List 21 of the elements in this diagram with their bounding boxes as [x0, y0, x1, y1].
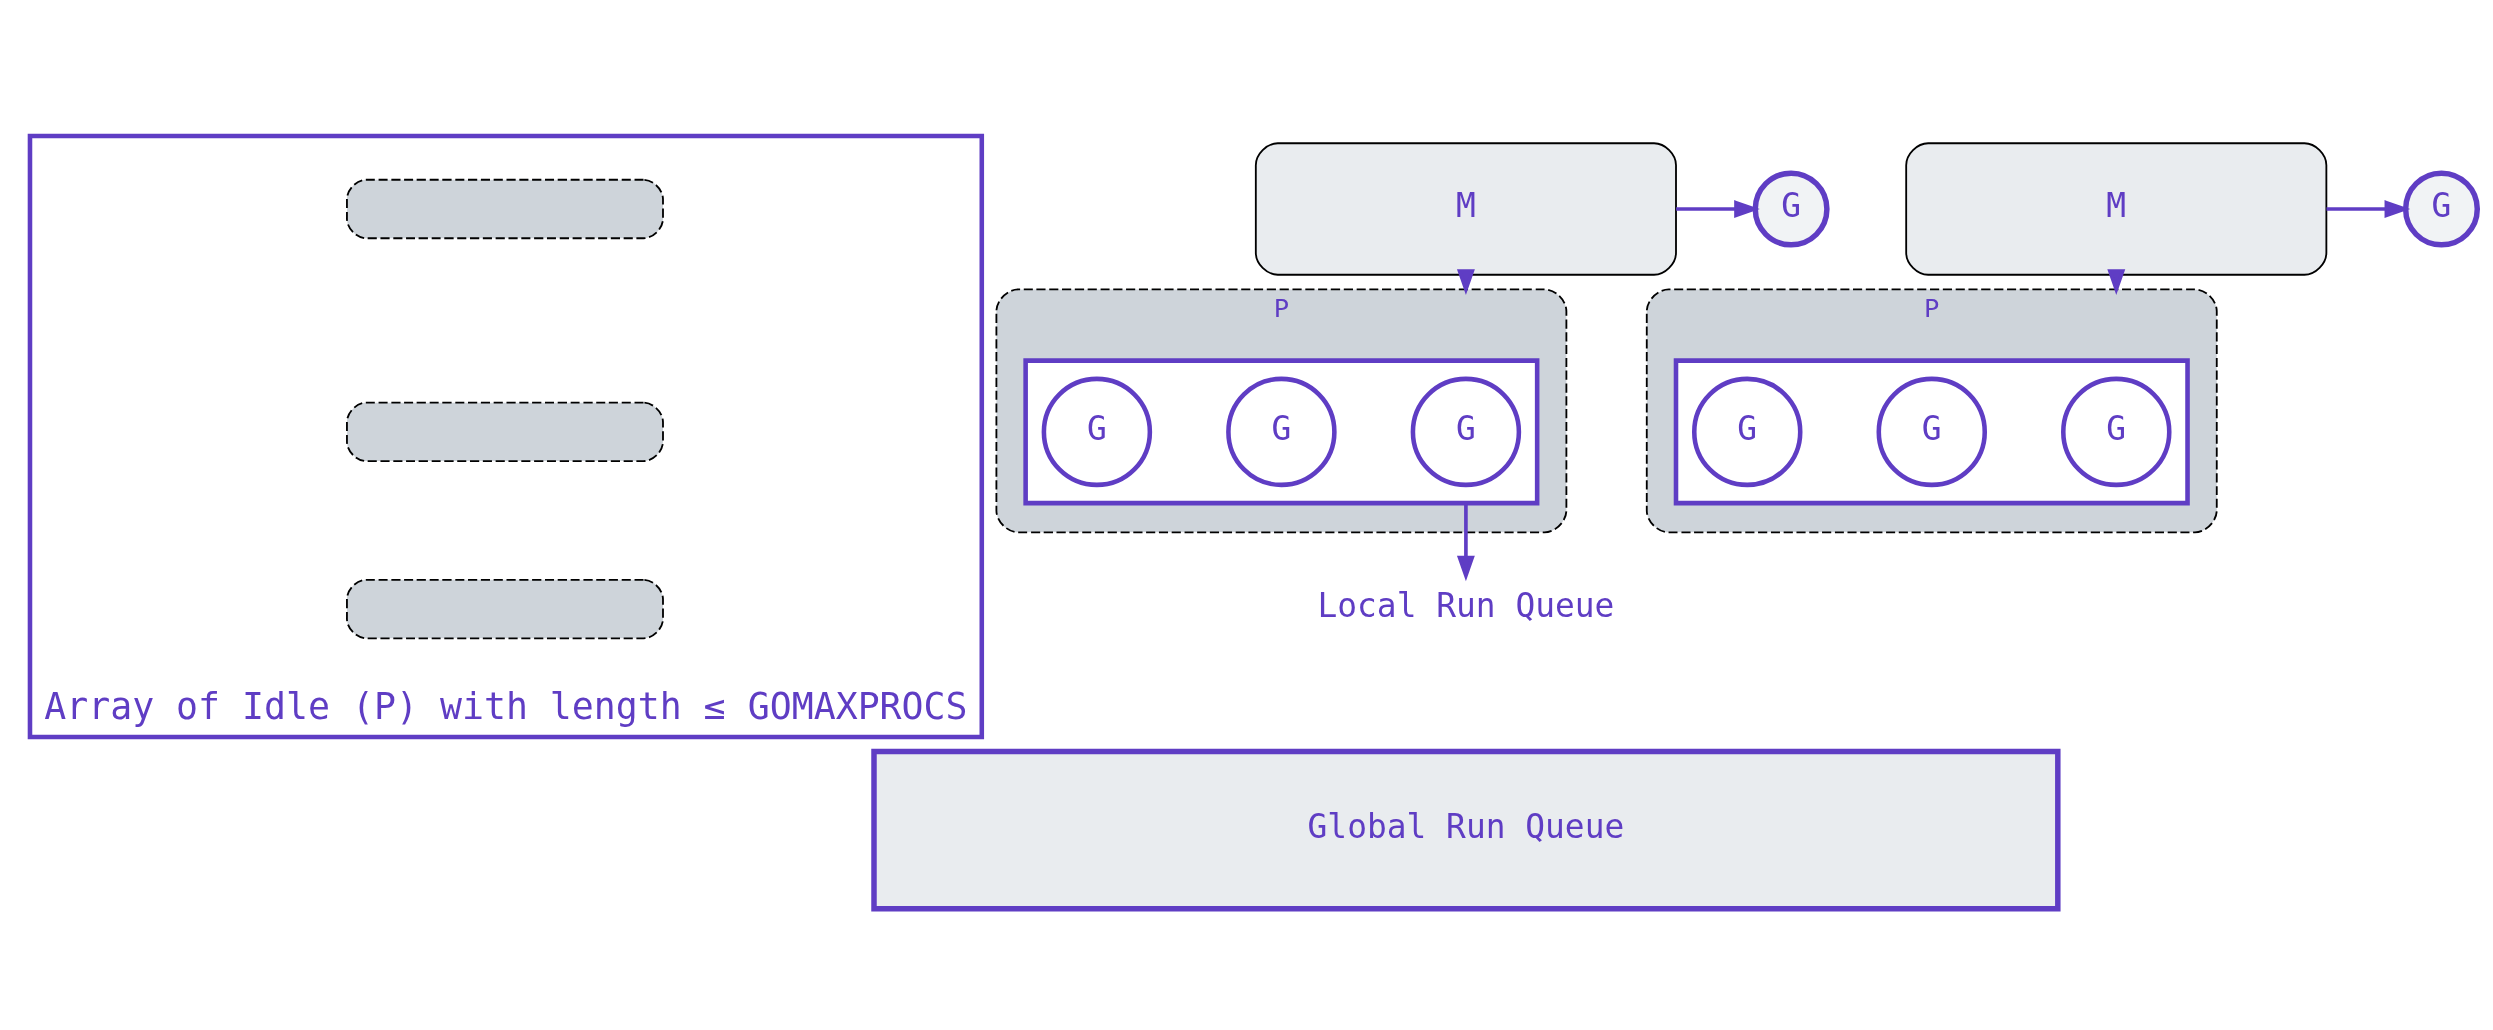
arrow	[2107, 269, 2126, 295]
node-circle: G	[1876, 376, 1988, 488]
node-circle: G	[1692, 376, 1803, 488]
node-circle: G	[1752, 170, 1830, 248]
cluster	[1673, 358, 2190, 506]
node-circle: G	[2061, 376, 2172, 488]
node-circle: G	[1041, 376, 1153, 488]
cluster: Array of Idle (P) with length ≤ GOMAXPROCS	[27, 133, 985, 740]
node-box: Global Run Queue	[871, 748, 2061, 912]
node-box	[346, 401, 664, 463]
cluster	[1023, 358, 1540, 506]
arrow	[1456, 269, 1475, 295]
node-circle: G	[1226, 376, 1337, 488]
arrow	[1676, 200, 1760, 218]
node-text: Local Run Queue	[1317, 586, 1615, 626]
node-circle: G	[2402, 170, 2480, 248]
node-circle: G	[1410, 376, 1522, 488]
arrow	[1456, 503, 1475, 582]
node-box	[346, 578, 664, 640]
node-box	[346, 178, 664, 240]
arrow	[2326, 200, 2411, 218]
